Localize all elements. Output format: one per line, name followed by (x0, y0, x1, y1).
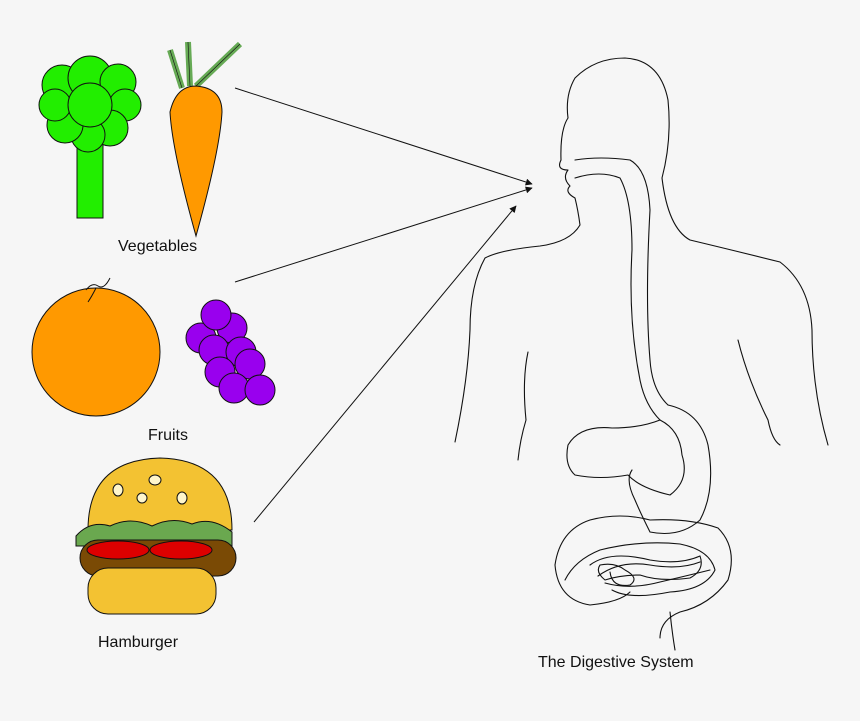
grapes-icon (185, 299, 276, 406)
arrow-fruits (234, 186, 533, 283)
hamburger-icon (75, 457, 237, 615)
arrow-vegetables (234, 87, 533, 186)
arrows (234, 87, 533, 523)
digestive-system-label: The Digestive System (538, 654, 694, 671)
arrow-hamburger (253, 205, 517, 523)
digestive-system-icon (454, 57, 829, 651)
orange-icon (31, 277, 161, 417)
hamburger-label: Hamburger (98, 634, 179, 651)
fruits-label: Fruits (148, 427, 188, 444)
vegetables-label: Vegetables (118, 238, 198, 255)
broccoli-icon (38, 55, 142, 219)
carrot-icon (167, 41, 243, 238)
